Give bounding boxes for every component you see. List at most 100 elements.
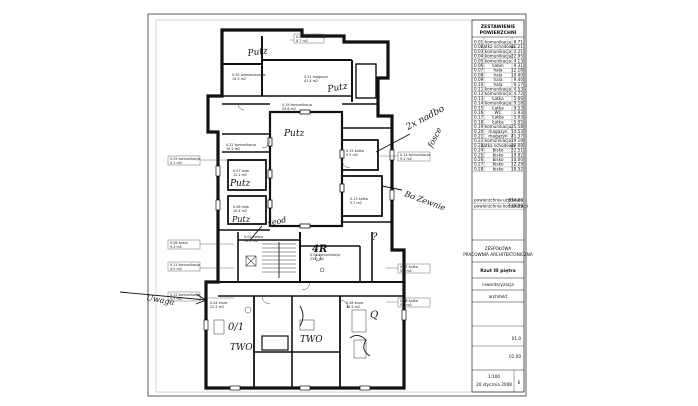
summary-label: powierzchnia komunikacji <box>474 204 528 209</box>
courtyard-windows <box>267 109 345 229</box>
table-cell: 4.13 <box>514 58 524 63</box>
handwritten-note: Putz <box>229 179 250 189</box>
table-cell: 0.23 <box>474 143 484 148</box>
investor: PRACOWNIA ARCHITEKTONICZNA <box>463 252 533 257</box>
date: 20 stycznia 2008 <box>476 382 512 387</box>
furniture <box>213 254 367 359</box>
author: architekt <box>489 294 508 299</box>
table-cell: 12.18 <box>511 68 523 73</box>
handwritten-note: Putz <box>326 82 349 96</box>
table-cell: 0.02 <box>474 44 484 49</box>
table-cell: komunikacja <box>485 58 512 63</box>
handwritten-note: Putz <box>246 46 269 59</box>
table-cell: 0.06 <box>474 63 484 68</box>
table-cell: komunikacja <box>485 138 512 143</box>
table-cell: komunikacja <box>485 87 512 92</box>
table-cell: Łatka <box>491 96 504 101</box>
table-cell: 0.04 <box>474 54 484 59</box>
handwritten-note: TWO <box>230 343 253 353</box>
table-cell: 0.14 <box>474 101 484 106</box>
table-cell: 0.25 <box>474 152 484 157</box>
table-cell: magazyn <box>488 134 508 139</box>
table-cell: bisko <box>493 152 504 157</box>
reference: 01.0 <box>512 336 522 341</box>
handwritten-note: TWO <box>300 335 323 345</box>
handwritten-note: Putz <box>283 129 304 139</box>
table-cell: hala <box>494 82 503 87</box>
table-cell: 0.05 <box>474 58 484 63</box>
table-cell: Łatka schodowa <box>480 143 515 148</box>
sheet-number: 6 <box>518 380 521 385</box>
table-cell: 5.66 <box>514 96 524 101</box>
table-cell: 0.18 <box>474 119 484 124</box>
table-cell: hala <box>494 68 503 73</box>
table-cell: 0.15 <box>474 105 484 110</box>
handwritten-note: Bo Zewnie <box>402 189 447 213</box>
table-cell: 0.26 <box>474 157 484 162</box>
table-cell: Łatka <box>491 115 504 120</box>
table-cell: 0.12 <box>474 91 484 96</box>
handwritten-note: 4R <box>312 244 327 255</box>
table-cell: 0.16 <box>474 110 484 115</box>
table-cell: bisko <box>493 166 504 171</box>
table-cell: 9.31 <box>514 63 524 68</box>
table-cell: 9.17 <box>514 82 524 87</box>
handwritten-note: Q <box>370 310 378 321</box>
table-cell: bisko <box>493 157 504 162</box>
table-cell: 9.18 <box>514 101 524 106</box>
summary-label: powierzchnia użytkowa <box>474 198 523 203</box>
table-cell: 4.72 <box>514 91 524 96</box>
table-cell: 0.13 <box>474 96 484 101</box>
table-cell: 4.53 <box>514 87 524 92</box>
table-cell: 25.58 <box>511 124 523 129</box>
table-cell: 10.40 <box>511 72 523 77</box>
investor: ZESPOŁOWA <box>485 246 512 251</box>
table-cell: komunikacja <box>485 124 512 129</box>
table-cell: komunikacja <box>485 40 512 45</box>
table-cell: Łatka schodowa <box>480 44 515 49</box>
table-cell: 9.53 <box>514 105 524 110</box>
table-cell: 0.10 <box>474 82 484 87</box>
table-cell: 0.07 <box>474 68 484 73</box>
table-cell: komunikacja <box>485 54 512 59</box>
table-cell: 10.00 <box>511 157 523 162</box>
table-cell: 22.95 <box>511 54 523 59</box>
table-cell: komunikacja <box>485 91 512 96</box>
table-cell: 0.20 <box>474 129 484 134</box>
table-cell: 0.24 <box>474 148 484 153</box>
table-cell: 18.52 <box>511 166 523 171</box>
handwritten-note: 0/1 <box>228 322 244 333</box>
summary-value: 514.20 <box>508 198 523 203</box>
sheet-border <box>147 13 527 397</box>
table-cell: bisko <box>493 162 504 167</box>
table-cell: 11.21 <box>511 44 523 49</box>
table-cell: 0.22 <box>474 138 484 143</box>
table-cell: 5.05 <box>514 119 524 124</box>
outer-wall <box>204 28 406 390</box>
table-cell: 0.19 <box>474 124 484 129</box>
table-cell: 8.71 <box>514 40 524 45</box>
table-cell: magazyn <box>488 129 508 134</box>
courtyard-wall <box>268 110 344 228</box>
table-cell: 22.51 <box>511 148 523 153</box>
table-cell: Łatka <box>491 119 504 124</box>
drawing-title: Rzut III piętra <box>480 268 516 274</box>
